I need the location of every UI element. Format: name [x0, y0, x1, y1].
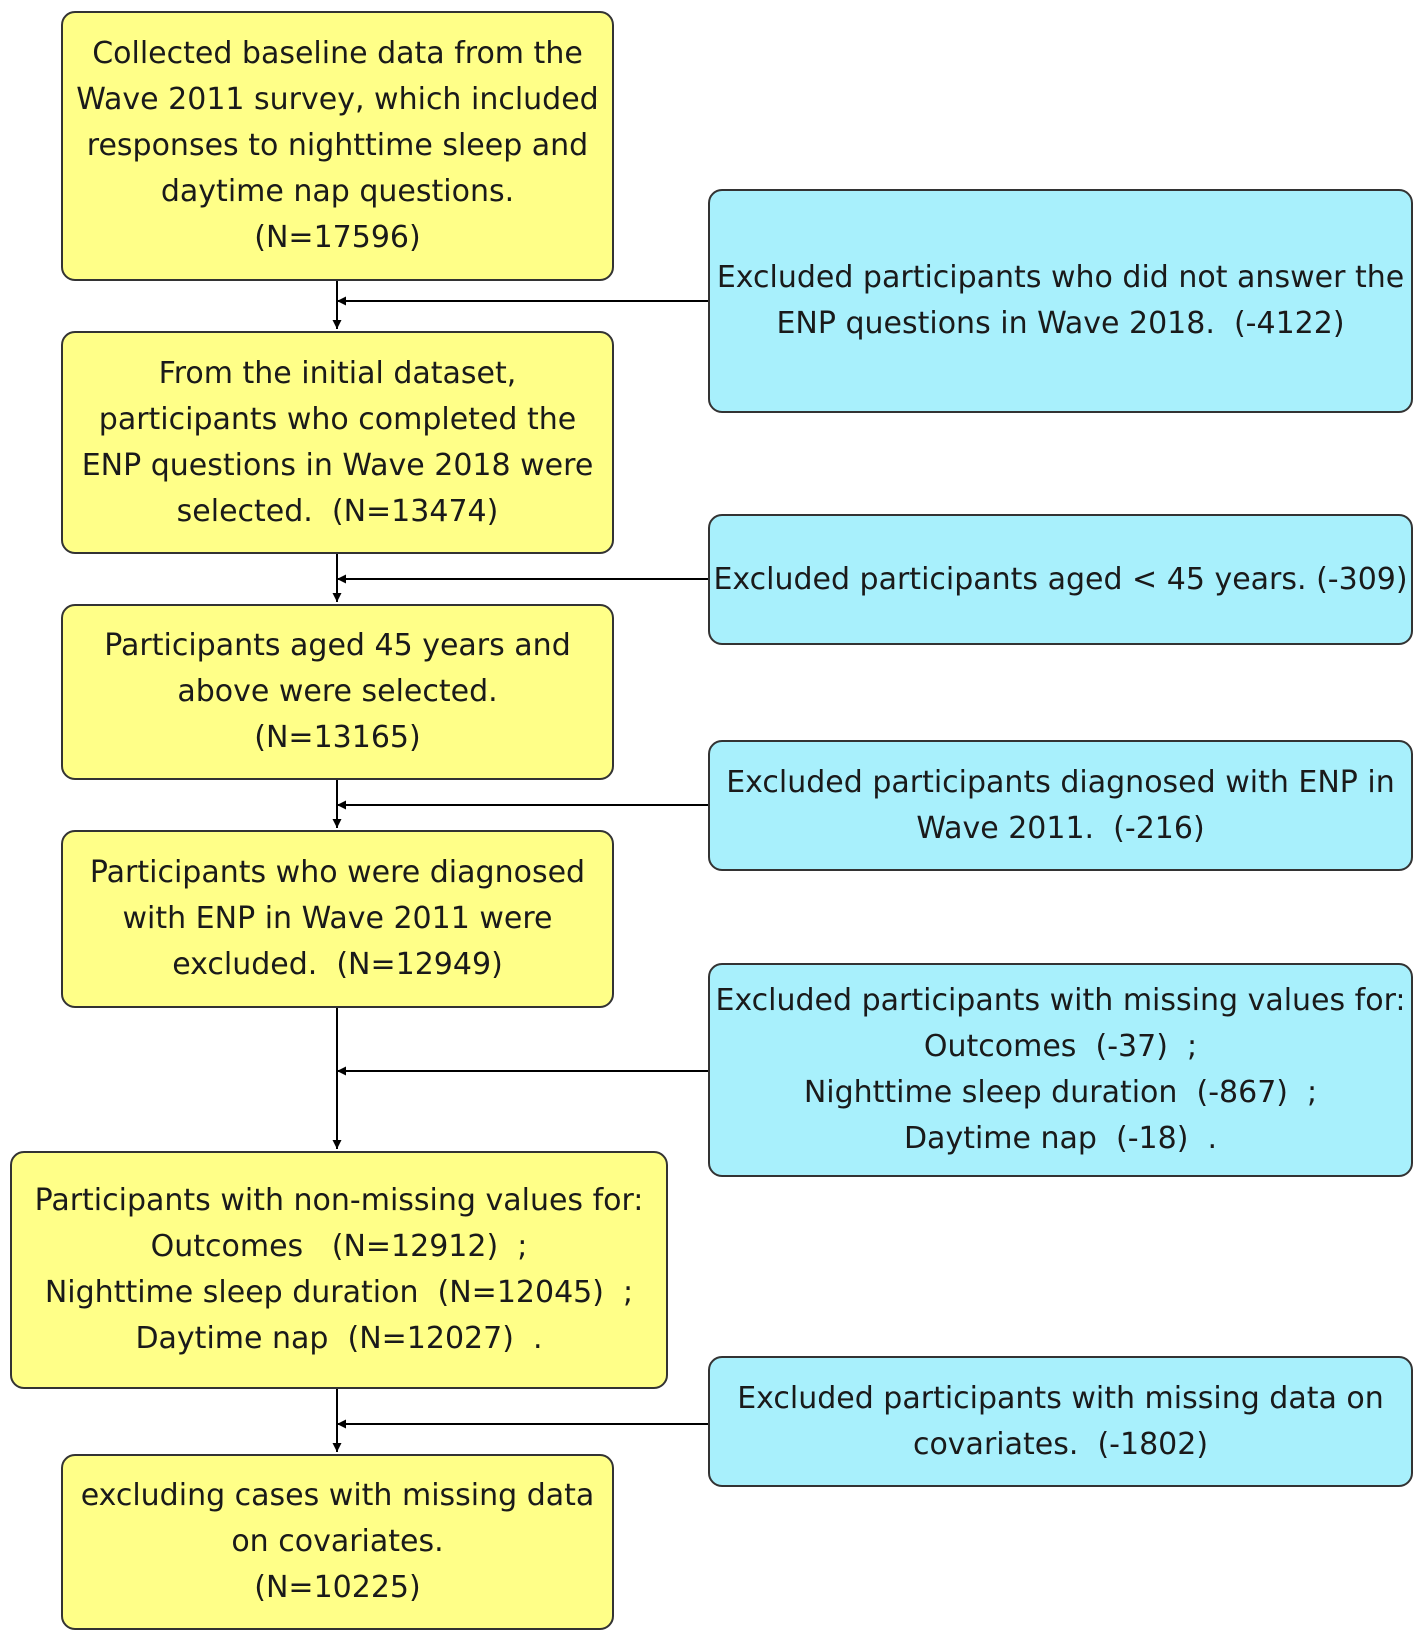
- box-text-line: Collected baseline data from the: [92, 36, 583, 71]
- box-text-line: excluded. (N=12949): [172, 947, 503, 982]
- box-text-line: Wave 2011 survey, which included: [76, 82, 599, 117]
- box-text-line: on covariates.: [231, 1524, 444, 1559]
- box-text-line: Excluded participants aged < 45 years. (…: [713, 561, 1408, 597]
- box-text-line: covariates. (-1802): [912, 1426, 1209, 1462]
- box-text-line: Outcomes (N=12912) ;: [150, 1229, 528, 1264]
- step-box-non-missing-values: Participants with non-missing values for…: [10, 1151, 668, 1389]
- box-text-line: Daytime nap (N=12027) .: [135, 1321, 543, 1356]
- step-box-aged-45-plus: Participants aged 45 years and above were…: [61, 604, 614, 780]
- box-text-line: Daytime nap (-18) .: [903, 1121, 1218, 1156]
- exclusion-box-under-45: Excluded participants aged < 45 years. (…: [708, 514, 1413, 645]
- box-text-line: Participants who were diagnosed: [89, 855, 586, 890]
- box-text-line: Participants aged 45 years and: [104, 628, 571, 663]
- box-text-line: Outcomes (-37) ;: [923, 1029, 1198, 1064]
- exclusion-box-missing-covariates: Excluded participants with missing data …: [708, 1356, 1413, 1487]
- box-text-line: Excluded participants with missing data …: [737, 1380, 1384, 1416]
- box-text-line: Excluded participants with missing value…: [715, 983, 1406, 1018]
- box-text-line: Excluded participants who did not answer…: [716, 260, 1405, 295]
- box-text-line: Nighttime sleep duration (N=12045) ;: [44, 1275, 634, 1310]
- box-text-line: Participants with non-missing values for…: [34, 1183, 644, 1218]
- box-text-line: (N=10225): [254, 1570, 421, 1605]
- exclusion-box-missing-values: Excluded participants with missing value…: [708, 963, 1413, 1177]
- step-box-enp-excluded: Participants who were diagnosed with ENP …: [61, 830, 614, 1008]
- box-text-line: selected. (N=13474): [176, 493, 499, 529]
- box-text-line: excluding cases with missing data: [80, 1478, 595, 1513]
- box-text-line: From the initial dataset,: [158, 355, 517, 391]
- box-text-line: above were selected.: [177, 674, 498, 709]
- box-text-line: (N=17596): [254, 220, 421, 255]
- box-text-line: daytime nap questions.: [160, 174, 515, 209]
- step-box-wave2018-completed: From the initial dataset, participants wh…: [61, 331, 614, 554]
- step-box-final-sample: excluding cases with missing data on cova…: [61, 1454, 614, 1630]
- box-text-line: with ENP in Wave 2011 were: [122, 901, 553, 936]
- box-text-line: participants who completed the: [98, 401, 577, 437]
- box-text-line: Nighttime sleep duration (-867) ;: [803, 1075, 1318, 1110]
- exclusion-box-diagnosed-enp: Excluded participants diagnosed with ENP…: [708, 740, 1413, 871]
- box-text-line: Excluded participants diagnosed with ENP…: [726, 764, 1395, 800]
- box-text-line: Wave 2011. (-216): [916, 810, 1205, 846]
- box-text-line: (N=13165): [254, 720, 421, 755]
- box-text-line: responses to nighttime sleep and: [86, 128, 589, 163]
- box-text-line: ENP questions in Wave 2018 were: [81, 447, 594, 483]
- exclusion-box-no-enp-answer: Excluded participants who did not answer…: [708, 189, 1413, 413]
- box-text-line: ENP questions in Wave 2018. (-4122): [776, 306, 1345, 341]
